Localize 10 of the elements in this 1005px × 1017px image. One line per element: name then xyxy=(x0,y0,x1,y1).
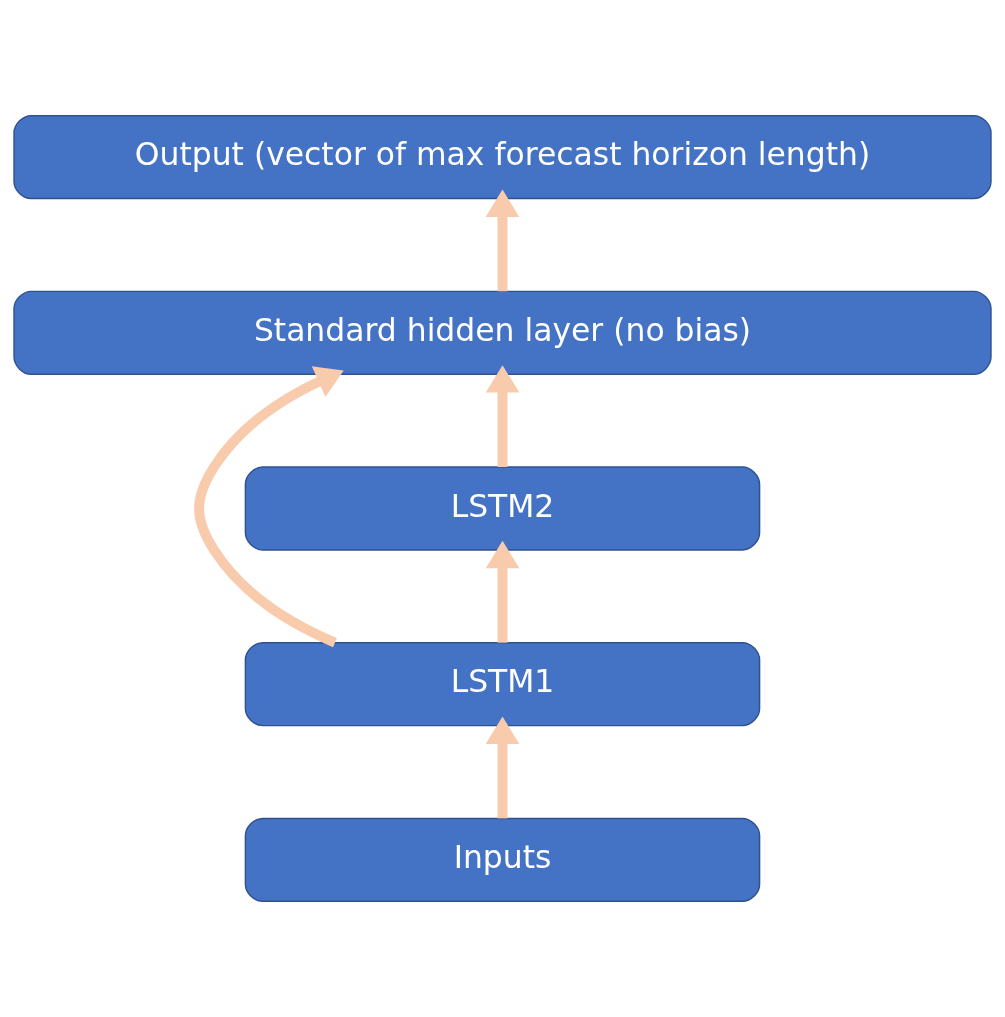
node-box: LSTM1 xyxy=(244,642,761,727)
arrow xyxy=(485,365,520,467)
arrow xyxy=(194,366,344,648)
arrow xyxy=(485,540,520,643)
node-box: LSTM2 xyxy=(244,466,761,551)
node-box: Output (vector of max forecast horizon length) xyxy=(13,115,992,200)
node-box: Standard hidden layer (no bias) xyxy=(13,290,992,375)
node-box: Inputs xyxy=(244,817,761,902)
arrow xyxy=(485,189,520,292)
arrow xyxy=(485,716,520,819)
